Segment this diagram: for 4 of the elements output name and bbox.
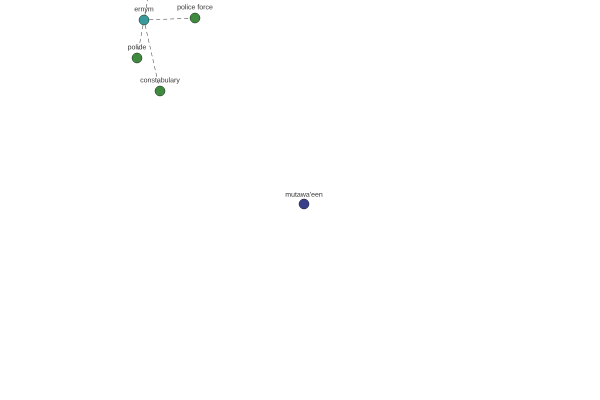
dashed-line [148,18,190,20]
dashed-line [138,24,144,54]
dashed-line [144,0,148,16]
dashed-line [144,24,160,86]
